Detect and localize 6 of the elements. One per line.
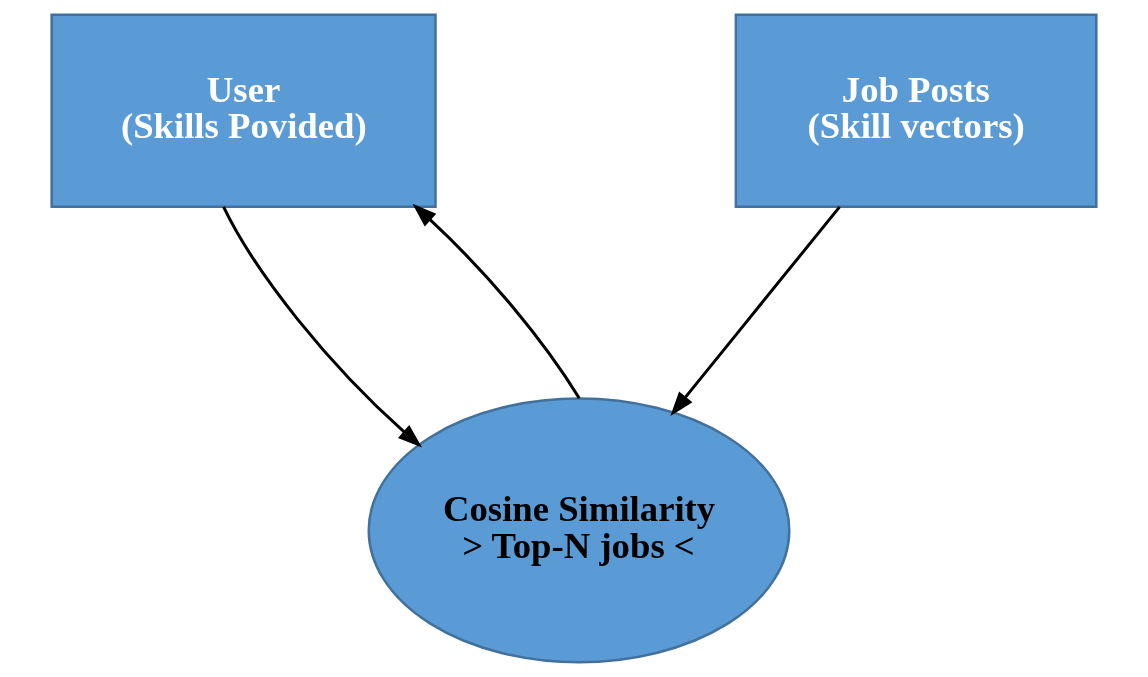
arrow	[670, 205, 841, 416]
node-box: Job Posts (Skill vectors)	[734, 13, 1098, 208]
arrow	[222, 206, 422, 448]
node-box: User (Skills Povided)	[50, 13, 437, 208]
node-ellipse: Cosine Similarity > Top-N jobs <	[367, 397, 791, 664]
arrow	[412, 203, 581, 400]
